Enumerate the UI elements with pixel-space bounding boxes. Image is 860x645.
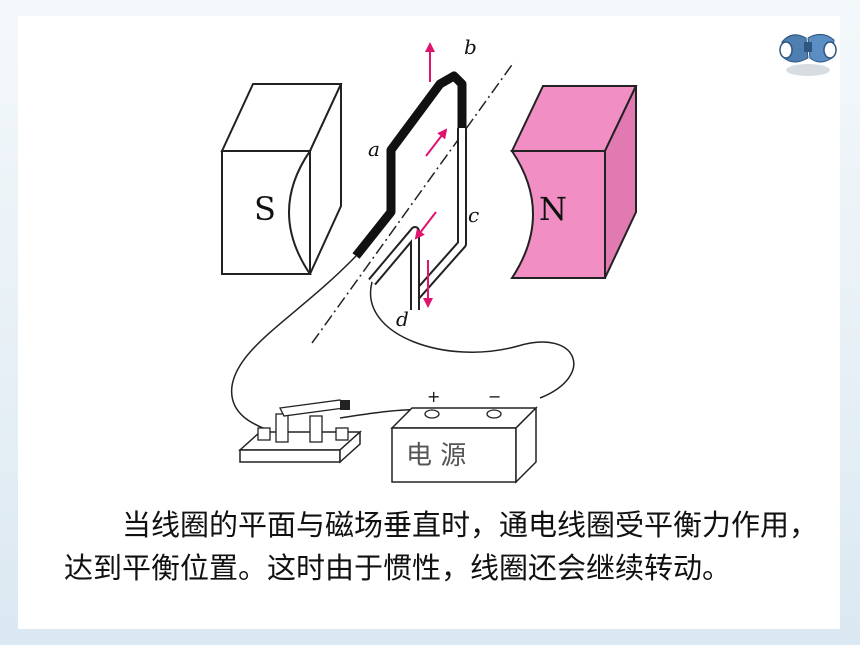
wire-left — [231, 255, 357, 431]
terminal-minus: − — [488, 387, 501, 406]
power-supply: + − 电 源 — [390, 387, 538, 484]
knife-switch — [238, 399, 362, 464]
slide-caption: 当线圈的平面与磁场垂直时，通电线圈受平衡力作用，达到平衡位置。这时由于惯性，线圈… — [64, 508, 819, 585]
label-d: d — [396, 307, 409, 331]
terminal-plus: + — [427, 387, 440, 406]
rotation-axis — [311, 61, 515, 344]
current-arrow-cd — [414, 211, 437, 240]
motor-diagram: S N b a c d — [220, 34, 837, 484]
label-a: a — [368, 137, 380, 161]
slide: S N b a c d — [18, 16, 840, 629]
power-supply-label: 电 源 — [406, 441, 466, 471]
north-pole-label: N — [539, 190, 567, 228]
current-arrow-ab — [425, 128, 448, 157]
north-magnet: N — [510, 85, 638, 279]
south-magnet: S — [220, 83, 343, 275]
label-b: b — [464, 35, 477, 59]
wire-right — [369, 281, 575, 399]
label-c: c — [468, 203, 479, 227]
binoculars-icon — [779, 34, 837, 76]
coil — [352, 71, 467, 310]
south-pole-label: S — [254, 190, 276, 228]
